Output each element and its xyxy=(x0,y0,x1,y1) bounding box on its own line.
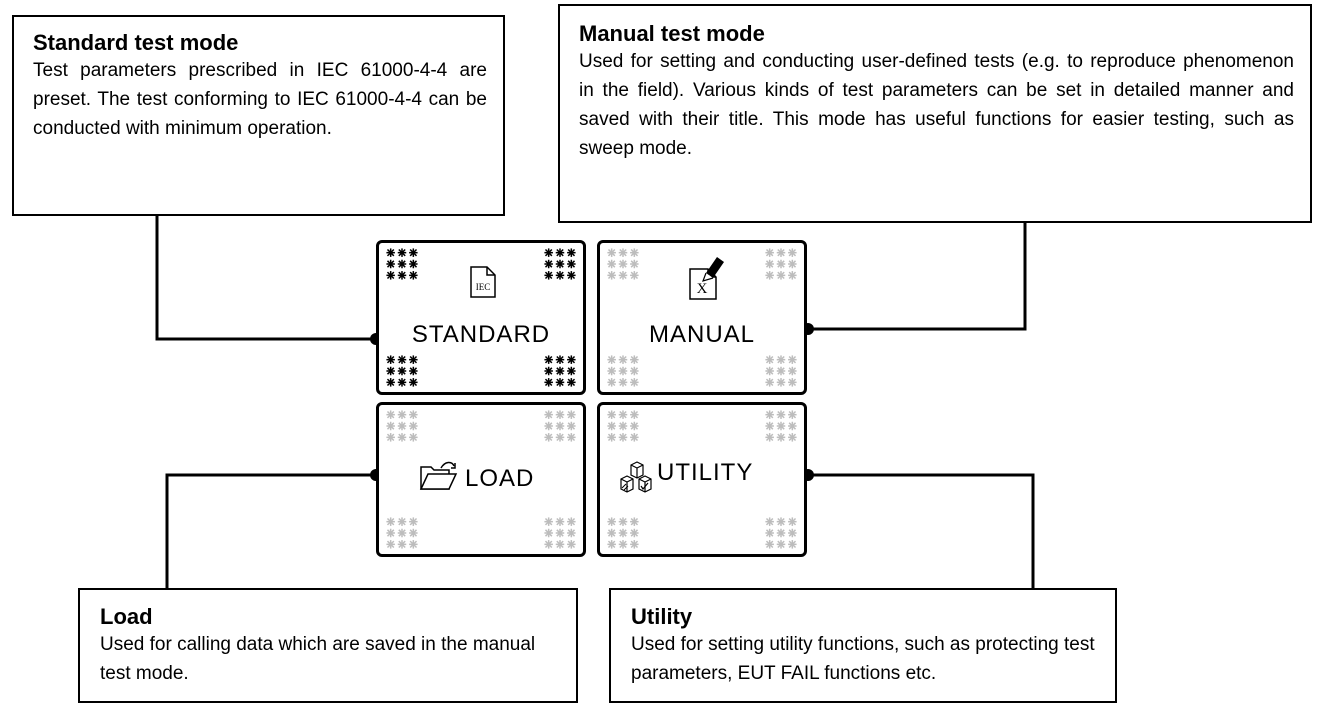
manual-button-label: MANUAL xyxy=(648,321,756,348)
callout-manual-title: Manual test mode xyxy=(579,21,765,46)
iec-document-icon: IEC xyxy=(470,266,496,298)
corner-marker-icon xyxy=(386,248,418,280)
pen-icon-text: X xyxy=(697,281,708,297)
corner-marker-icon xyxy=(544,517,576,549)
callout-standard-text: Test parameters prescribed in IEC 61000-… xyxy=(33,60,487,139)
utility-button-label: UTILITY xyxy=(657,459,754,486)
connector-manual xyxy=(808,223,1027,331)
corner-marker-icon xyxy=(607,410,639,442)
corner-marker-icon xyxy=(544,410,576,442)
load-button-label: LOAD xyxy=(465,465,535,492)
utility-button[interactable]: UTILITY xyxy=(597,402,807,557)
callout-utility-text: Used for setting utility functions, such… xyxy=(631,634,1095,684)
corner-marker-icon xyxy=(386,410,418,442)
manual-button[interactable]: X MANUAL xyxy=(597,240,807,395)
corner-marker-icon xyxy=(607,248,639,280)
callout-load: Load Used for calling data which are sav… xyxy=(78,588,578,703)
callout-standard-title: Standard test mode xyxy=(33,30,239,55)
cubes-icon xyxy=(620,461,652,493)
corner-marker-icon xyxy=(544,248,576,280)
callout-manual-text: Used for setting and conducting user-def… xyxy=(579,51,1294,159)
callout-utility: Utility Used for setting utility functio… xyxy=(609,588,1117,703)
connector-utility xyxy=(808,473,1035,588)
corner-marker-icon xyxy=(607,517,639,549)
corner-marker-icon xyxy=(765,355,797,387)
corner-marker-icon xyxy=(765,517,797,549)
load-button[interactable]: LOAD xyxy=(376,402,586,557)
corner-marker-icon xyxy=(386,517,418,549)
corner-marker-icon xyxy=(607,355,639,387)
corner-marker-icon xyxy=(765,248,797,280)
standard-button-label: STANDARD xyxy=(411,321,551,348)
standard-button[interactable]: IEC STANDARD xyxy=(376,240,586,395)
corner-marker-icon xyxy=(765,410,797,442)
callout-standard: Standard test mode Test parameters presc… xyxy=(12,15,505,216)
iec-icon-text: IEC xyxy=(476,282,491,292)
corner-marker-icon xyxy=(544,355,576,387)
open-folder-icon xyxy=(419,461,458,490)
callout-load-title: Load xyxy=(100,604,153,629)
callout-manual: Manual test mode Used for setting and co… xyxy=(558,4,1312,223)
callout-utility-title: Utility xyxy=(631,604,693,629)
connector-standard xyxy=(155,216,376,341)
corner-marker-icon xyxy=(386,355,418,387)
pen-document-icon: X xyxy=(689,257,724,300)
callout-load-text: Used for calling data which are saved in… xyxy=(100,634,536,684)
connector-load xyxy=(165,473,376,588)
